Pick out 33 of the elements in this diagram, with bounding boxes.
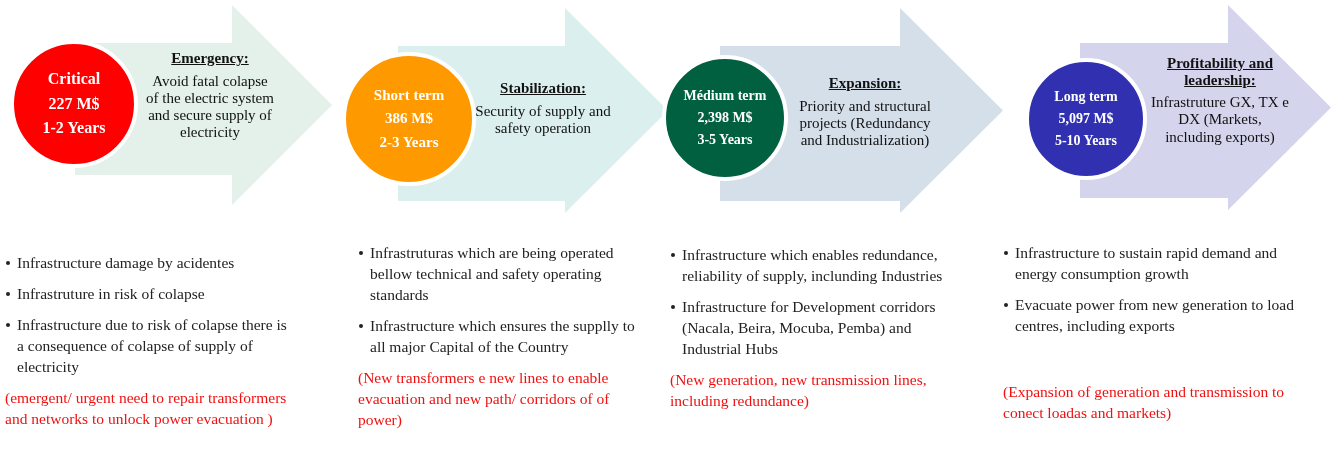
stage-text: Critical: [47, 70, 101, 89]
stage-heading: Emergency:: [170, 50, 250, 67]
stage-description: Security of supply and safety operation: [474, 102, 612, 137]
stage-heading: Stabilization:: [499, 80, 587, 97]
stage-description: Infrastruture GX, TX e DX (Markets, including exports): [1150, 94, 1290, 146]
bullet-text: Infrastructure due to risk of colapse there is a consequence of colapse of supply of electricity: [17, 315, 288, 377]
stage-text: 1-2 Years: [42, 119, 106, 138]
note-text: (New generation, new transmission lines, including redundance): [670, 370, 928, 411]
bullet-text: Infrastruture in risk of colapse: [17, 284, 206, 304]
bullet-text: Evacuate power from new generation to load centres, including exports: [1015, 295, 1295, 336]
stage-heading: Profitability and leadership:: [1166, 55, 1274, 88]
stage-text: Long term: [1054, 88, 1118, 105]
stage-text: 386 M$: [385, 110, 433, 128]
stage-description: Avoid fatal colapse of the electric system and secure supply of electricity: [145, 72, 275, 142]
bullet-text: Infrastructure for Development corridors (Nacala, Beira, Mocuba, Pemba) and Industrial Hubs: [682, 297, 937, 359]
bullet-text: Infrastructure which enables redundance, reliability of supply, inclunding Industries: [682, 245, 944, 286]
note-text: (Expansion of generation and transmission to conect loadas and markets): [1003, 382, 1286, 423]
stage-text: 3-5 Years: [697, 132, 753, 149]
bullet-text: Infrastructure damage by acidentes: [17, 253, 236, 273]
stage-text: 227 M$: [48, 94, 100, 114]
bullet-text: Infrastruturas which are being operated bellow technical and safety operating standards: [370, 243, 615, 305]
stage-text: 5-10 Years: [1054, 133, 1118, 150]
stage-text: Short term: [373, 87, 445, 105]
note-text: (emergent/ urgent need to repair transformers and networks to unlock power evacuation ): [5, 388, 288, 429]
stage-heading: Expansion:: [827, 75, 903, 92]
stage-text: 2,398 M$: [697, 109, 753, 127]
stage-text: 5,097 M$: [1058, 110, 1114, 128]
note-text: (New transformers e new lines to enable evacuation and new path/ corridors of of power): [358, 368, 611, 430]
stage-description: Priority and structural projects (Redundancy and Industrialization): [798, 97, 932, 150]
bullet-text: Infrastructure which ensures the supplly to all major Capital of the Country: [370, 316, 636, 357]
bullet-text: Infrastructure to sustain rapid demand and energy consumption growth: [1015, 243, 1279, 284]
stage-text: Médium term: [683, 87, 767, 104]
stage-text: 2-3 Years: [379, 133, 439, 151]
